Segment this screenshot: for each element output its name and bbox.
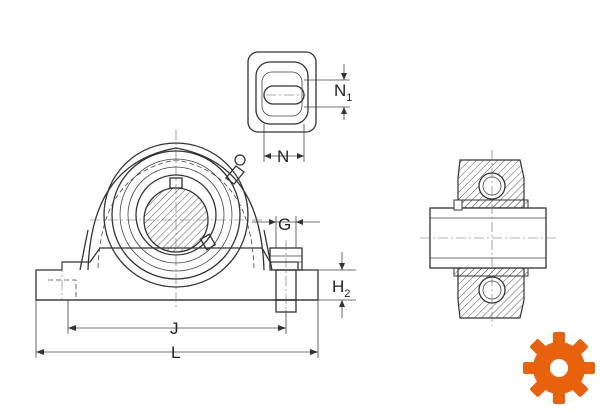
- front-view: [35, 130, 356, 358]
- j-dimension-label: J: [170, 319, 179, 338]
- side-section-view: [420, 150, 556, 326]
- slot-detail-view: [247, 51, 350, 162]
- n-dimension-label: N: [277, 147, 289, 166]
- g-dimension-label: G: [278, 215, 291, 234]
- n1-dimension-label: N1: [334, 81, 352, 104]
- l-dimension-label: L: [171, 343, 180, 362]
- h2-dimension-label: H2: [332, 277, 350, 300]
- gear-icon: [523, 332, 595, 404]
